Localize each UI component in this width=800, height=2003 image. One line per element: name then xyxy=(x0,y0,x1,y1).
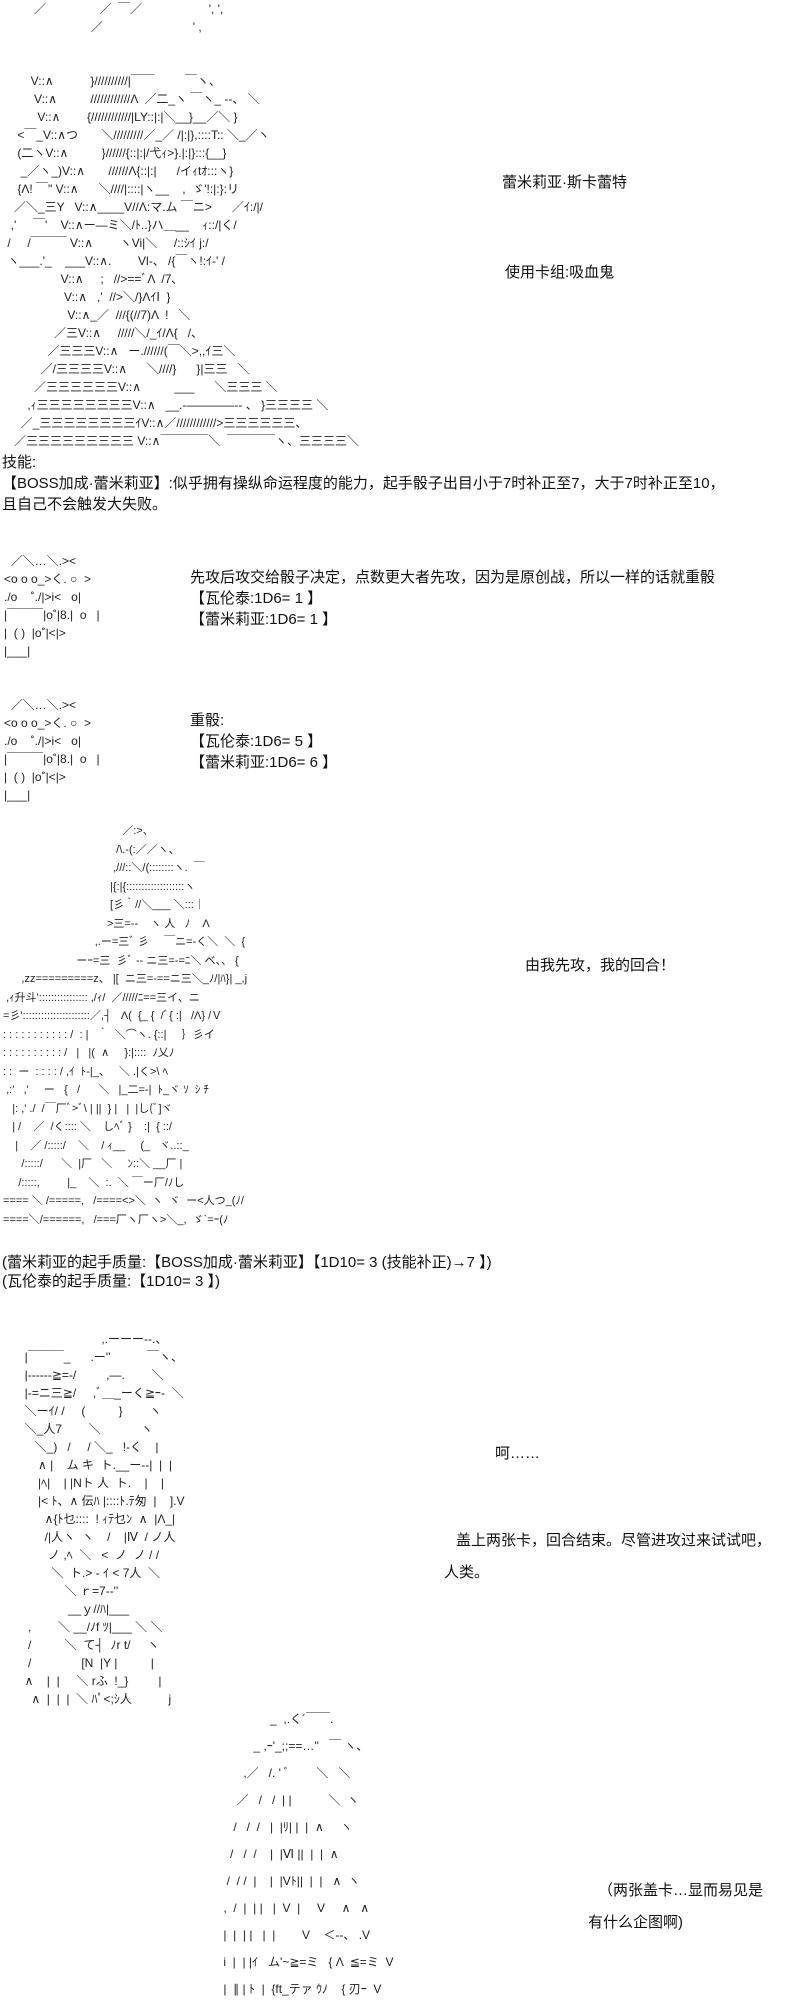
initiative-roll: 先攻后攻交给骰子决定，点数更大者先攻，因为是原创战，所以一样的话就重骰 【瓦伦泰… xyxy=(190,567,715,630)
skill-heading: 技能: xyxy=(2,454,37,471)
reroll-valentine: 【瓦伦泰:1D6= 5 】 xyxy=(190,733,323,750)
speech-end-turn: 盖上两张卡，回合结束。尽管进攻过来试试吧， xyxy=(456,1532,772,1549)
ascii-art-dice: ／＼…＼.>< <o o o_>く. ○ > ./o ˚./|>i< o| |￣… xyxy=(4,554,100,658)
ascii-art-dice: ／＼…＼.>< <o o o_>く. ○ > ./o ˚./|>i< o| |￣… xyxy=(4,698,100,802)
ascii-art-remilia-smug: ,.ーーー--.、 |￣￣￣_ .ー'' ￣ヽ、 |------≧=-/ ,―.… xyxy=(24,1332,185,1706)
skill-description: 技能: 【BOSS加成·蕾米莉亚】:似乎拥有操纵命运程度的能力，起手骰子出目小于… xyxy=(2,452,725,515)
ascii-art-remilia-portrait: ／ ／ ￣／ ', ', ／ ' , V::∧ }//////////|￣￣ ￣… xyxy=(7,2,360,448)
speech-first-attack: 由我先攻，我的回合！ xyxy=(525,957,676,974)
character-name: 蕾米莉亚·斯卡蕾特 xyxy=(502,174,627,191)
reroll-heading: 重骰: xyxy=(190,712,225,729)
speech-end-turn-2: 人类。 xyxy=(444,1564,490,1581)
deck-label: 使用卡组:吸血鬼 xyxy=(505,264,615,281)
ascii-art-valentine: _ ,.く´￣￣. _ ,ｰ'_;;==…'' ￣ ヽ、 ,／ /. ' ﾞ ＼… xyxy=(223,1712,394,1996)
roll-remilia: 【蕾米莉亚:1D6= 1 】 xyxy=(190,611,338,628)
speech-laugh: 呵…… xyxy=(495,1445,541,1462)
skill-line-2: 且自己不会触发大失败。 xyxy=(2,496,168,513)
quality-remilia: (蕾米莉亚的起手质量:【BOSS加成·蕾米莉亚】【1D10= 3 (技能补正)→… xyxy=(2,1254,492,1271)
thought-line-1: （两张盖卡…显而易见是 xyxy=(598,1882,764,1899)
quality-valentine: (瓦伦泰的起手质量:【1D10= 3 】) xyxy=(2,1273,220,1290)
reroll: 重骰: 【瓦伦泰:1D6= 5 】 【蕾米莉亚:1D6= 6 】 xyxy=(190,710,337,773)
skill-line-1: 【BOSS加成·蕾米莉亚】:似乎拥有操纵命运程度的能力，起手骰子出目小于7时补正… xyxy=(2,475,725,492)
starting-hand-quality: (蕾米莉亚的起手质量:【BOSS加成·蕾米莉亚】【1D10= 3 (技能补正)→… xyxy=(2,1252,492,1292)
roll-explanation: 先攻后攻交给骰子决定，点数更大者先攻，因为是原创战，所以一样的话就重骰 xyxy=(190,569,716,586)
roll-valentine: 【瓦伦泰:1D6= 1 】 xyxy=(190,590,323,607)
thought-line-2: 有什么企图啊) xyxy=(588,1914,683,1931)
reroll-remilia: 【蕾米莉亚:1D6= 6 】 xyxy=(190,754,338,771)
ascii-art-battle-scene: ／:>、 /\.-(:／／ヽ、 ,///::＼/(::::::::ヽ. ￣ |{… xyxy=(3,825,248,1226)
